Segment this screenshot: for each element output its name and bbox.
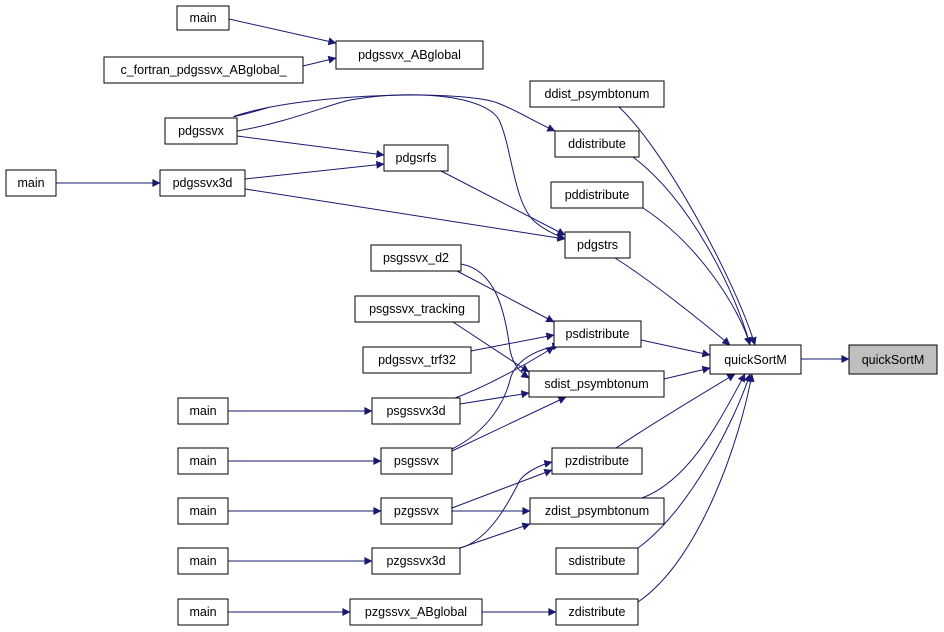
edges-layer [56,18,850,616]
node-label: quickSortM [724,353,787,367]
node-pdgsrfs[interactable]: pdgsrfs [383,144,449,172]
edge-ddist-psymbtonum-to-quicksortm-caller [618,106,757,346]
edge-psgssvx-to-psdistribute [451,396,567,452]
node-psgssvx3d[interactable]: psgssvx3d [371,397,461,425]
edge-psgssvx3d-to-psdistribute [459,390,530,405]
node-label: pzgssvx3d [386,554,445,568]
node-pdgssvx3d[interactable]: pdgssvx3d [159,169,246,197]
node-pdgstrs[interactable]: pdgstrs [564,231,631,259]
node-pzgssvx-abglobal[interactable]: pzgssvx_ABglobal [349,598,483,626]
node-label: pddistribute [565,188,630,202]
node-label: quickSortM [862,353,925,367]
node-label: pdgssvx_ABglobal [358,48,461,62]
edge-pddistribute-to-quicksortm-caller [642,207,752,346]
node-label: zdist_psymbtonum [545,504,649,518]
node-psgssvx-d2[interactable]: psgssvx_d2 [370,244,462,272]
node-label: main [189,605,216,619]
node-label: pzgssvx [394,504,440,518]
edge-main-c-to-psgssvx3d [454,346,555,399]
node-pzgssvx[interactable]: pzgssvx [380,497,453,525]
edge-pzgssvx3d-to-pzdistribute [459,522,531,549]
node-main-a[interactable]: main [176,5,230,31]
node-zdistribute[interactable]: zdistribute [555,598,639,626]
node-label: pdgssvx3d [173,176,233,190]
edge-pzgssvx3d-to-zdist-psymbtonum [637,373,752,549]
node-label: psgssvx_d2 [383,251,449,265]
edge-pdgstrs-to-quicksortm-caller [614,257,731,346]
node-main-e[interactable]: main [177,497,229,525]
edge-c-fortran-to-pdgssvx-abglobal [302,55,337,67]
edge-psgssvx-d2-to-sdist-psymbtonum [460,263,530,379]
node-pdgssvx-abglobal[interactable]: pdgssvx_ABglobal [335,40,484,70]
nodes-layer: main c_fortran_pdgssvx_ABglobal_ pdgssvx… [5,5,938,626]
node-label: main [17,176,44,190]
edge-pdgsrfs-to-pdgstrs [440,170,566,236]
node-main-g[interactable]: main [177,598,229,626]
edge-pdgssvx-to-pdgstrs [236,94,566,240]
edge-main-d-to-psgssvx [451,342,561,450]
edge-main-e-to-pzgssvx [451,468,553,509]
node-pdgssvx-trf32[interactable]: pdgssvx_trf32 [362,346,472,374]
edge-pzgssvx-to-zdist-psymbtonum [641,373,746,499]
node-label: pdgstrs [577,238,618,252]
node-label: ddist_psymbtonum [545,87,650,101]
edge-ddistribute-to-quicksortm-caller [632,156,752,346]
node-c-fortran-pdgssvx-abglobal[interactable]: c_fortran_pdgssvx_ABglobal_ [103,56,304,84]
node-label: pzdistribute [565,454,629,468]
node-ddist-psymbtonum[interactable]: ddist_psymbtonum [529,80,665,108]
node-label: pdgsrfs [396,151,437,165]
node-label: main [189,11,216,25]
node-quicksortm-target[interactable]: quickSortM [848,344,938,375]
node-label: psgssvx_tracking [369,302,465,316]
node-pddistribute[interactable]: pddistribute [550,181,644,209]
node-label: pzgssvx_ABglobal [365,605,467,619]
node-pdgssvx[interactable]: pdgssvx [164,117,238,145]
edge-pdgssvx-to-pdgsrfs [236,135,385,158]
node-label: pdgssvx_trf32 [378,353,456,367]
edge-psgssvx-to-sdist-psymbtonum [615,373,736,449]
node-sdistribute[interactable]: sdistribute [555,547,639,575]
edge-pdgssvx-abglobal-to-ddistribute [233,94,556,132]
node-pzdistribute[interactable]: pzdistribute [551,447,643,475]
node-zdist-psymbtonum[interactable]: zdist_psymbtonum [529,497,665,525]
edge-pdgssvx3d-to-pdgstrs [244,188,566,242]
node-main-d[interactable]: main [177,447,229,475]
node-psgssvx-tracking[interactable]: psgssvx_tracking [354,295,480,323]
node-label: sdist_psymbtonum [544,377,648,391]
node-label: psdistribute [566,327,630,341]
edge-pdgssvx3d-to-pdgsrfs [244,160,385,180]
edge-pdgssvx-trf32-to-psdistribute [640,339,711,358]
node-label: main [189,404,216,418]
node-label: pdgssvx [178,124,225,138]
node-main-b[interactable]: main [5,169,57,197]
node-label: psgssvx3d [386,404,445,418]
node-main-f[interactable]: main [177,547,229,575]
node-label: sdistribute [569,554,626,568]
node-label: main [189,554,216,568]
node-quicksortm-caller[interactable]: quickSortM [709,344,802,375]
node-psgssvx[interactable]: psgssvx [380,447,453,475]
node-label: main [189,504,216,518]
edge-psgssvx-d2-to-psdistribute [456,270,555,323]
edge-psgssvx-tracking-to-sdist-psymbtonum [470,332,555,352]
node-pzgssvx3d[interactable]: pzgssvx3d [371,547,461,575]
node-label: c_fortran_pdgssvx_ABglobal_ [120,63,287,77]
edge-pzgssvx-abglobal-to-zdistribute [637,373,755,603]
node-sdist-psymbtonum[interactable]: sdist_psymbtonum [528,370,665,398]
node-psdistribute[interactable]: psdistribute [553,320,642,348]
node-main-c[interactable]: main [177,397,229,425]
node-label: main [189,454,216,468]
node-label: psgssvx [394,454,440,468]
edge-main-f-to-pzgssvx3d [459,459,553,549]
edge-psdistribute-to-quicksortm-caller [663,365,711,380]
node-label: zdistribute [569,605,626,619]
node-ddistribute[interactable]: ddistribute [554,130,640,158]
edge-main-a-to-pdgssvx-abglobal [228,18,337,46]
node-label: ddistribute [568,137,626,151]
